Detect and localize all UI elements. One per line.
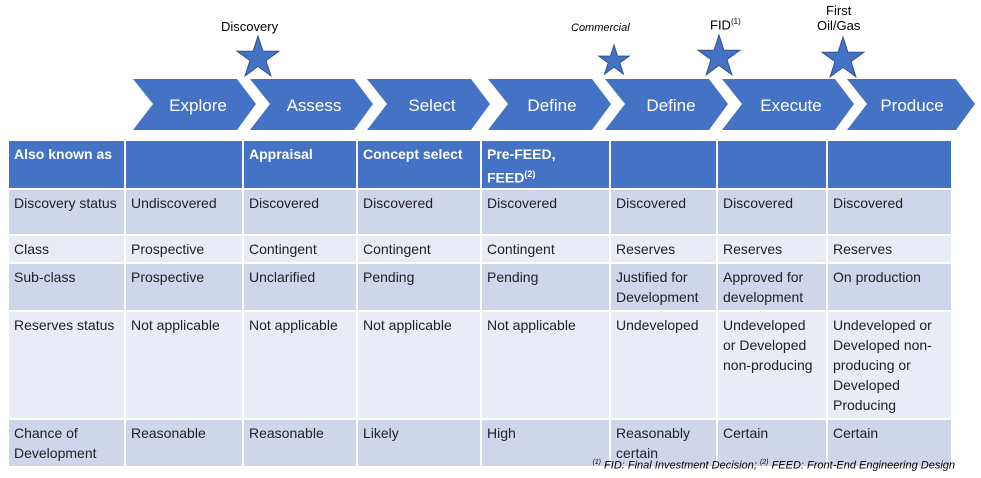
- milestone-fid-label: FID(1): [710, 14, 741, 32]
- table-cell: Prospective: [126, 263, 242, 310]
- table-cell: Not applicable: [482, 311, 609, 418]
- table-row: Chance of Development Reasonable Reasona…: [9, 419, 951, 466]
- footnote-t2: FEED: Front-End Engineering Design: [768, 459, 955, 472]
- table-cell: Pending: [358, 263, 480, 310]
- phase-diagram: Explore Assess Select Define Define Exec…: [133, 33, 975, 130]
- classification-table: Also known as Appraisal Concept select P…: [7, 139, 953, 468]
- table-cell: Discovered: [718, 189, 826, 234]
- table-cell: Approved for development: [718, 263, 826, 310]
- table-cell: Discovered: [611, 189, 716, 234]
- footnote-n2: (2): [759, 459, 769, 466]
- phase-label-define-2: Define: [646, 96, 695, 115]
- row-label: Chance of Development: [9, 419, 124, 466]
- table-cell: Reasonable: [244, 419, 356, 466]
- discovery-star-icon: [235, 34, 281, 78]
- table-cell: Reserves: [611, 235, 716, 262]
- table-cell: Discovered: [358, 189, 480, 234]
- table-cell: Contingent: [482, 235, 609, 262]
- table-cell: Certain: [828, 419, 951, 466]
- row-label: Discovery status: [9, 189, 124, 234]
- header-cell: [126, 141, 242, 188]
- header-label: Also known as: [9, 141, 124, 188]
- milestone-first-oil-label: First Oil/Gas: [817, 3, 860, 33]
- header-cell: [718, 141, 826, 188]
- commercial-star-icon: [597, 43, 631, 76]
- header-cell: [828, 141, 951, 188]
- table-cell: Unclarified: [244, 263, 356, 310]
- table-cell: Discovered: [482, 189, 609, 234]
- table-cell: Prospective: [126, 235, 242, 262]
- table-cell: Reserves: [828, 235, 951, 262]
- table-cell: Not applicable: [244, 311, 356, 418]
- header-cell: Appraisal: [244, 141, 356, 188]
- phase-chevron-select: [367, 79, 490, 130]
- fid-note: (1): [730, 17, 741, 26]
- table-cell: Reasonably certain: [611, 419, 716, 466]
- phase-label-select: Select: [408, 96, 456, 115]
- first-oil-line2: Oil/Gas: [817, 18, 861, 33]
- header-cell-text: Pre-FEED, FEED: [487, 146, 556, 186]
- table-cell: Certain: [718, 419, 826, 466]
- row-label: Sub-class: [9, 263, 124, 310]
- table-cell: Not applicable: [358, 311, 480, 418]
- phase-chevron-execute: [722, 79, 854, 130]
- table-cell: Undiscovered: [126, 189, 242, 234]
- first-oil-line1: First: [826, 3, 852, 18]
- table-cell: On production: [828, 263, 951, 310]
- table-row: Class Prospective Contingent Contingent …: [9, 235, 951, 262]
- header-cell: Concept select: [358, 141, 480, 188]
- table-cell: Likely: [358, 419, 480, 466]
- table-cell: Discovered: [828, 189, 951, 234]
- header-cell: [611, 141, 716, 188]
- phase-label-produce: Produce: [880, 96, 943, 115]
- footnote-t1: FID: Final Investment Decision;: [601, 459, 760, 472]
- table-cell: High: [482, 419, 609, 466]
- milestone-commercial-label: Commercial: [571, 22, 630, 34]
- footnote-n1: (1): [592, 459, 601, 466]
- phase-chevrons: [133, 79, 975, 130]
- phase-label-explore: Explore: [169, 96, 227, 115]
- header-cell: Pre-FEED, FEED(2): [482, 141, 609, 188]
- first-oil-star-icon: [820, 35, 866, 79]
- table-header-row: Also known as Appraisal Concept select P…: [9, 141, 951, 188]
- row-label: Reserves status: [9, 311, 124, 418]
- phase-chevron-produce: [847, 79, 975, 130]
- footnote: (1) FID: Final Investment Decision; (2) …: [592, 459, 955, 472]
- feed-note: (2): [524, 169, 536, 179]
- phase-label-execute: Execute: [760, 96, 821, 115]
- table-row: Sub-class Prospective Unclarified Pendin…: [9, 263, 951, 310]
- table-cell: Discovered: [244, 189, 356, 234]
- table-cell: Contingent: [244, 235, 356, 262]
- table-cell: Reserves: [718, 235, 826, 262]
- table-cell: Undeveloped: [611, 311, 716, 418]
- fid-text: FID: [710, 17, 731, 33]
- table-cell: Not applicable: [126, 311, 242, 418]
- fid-star-icon: [696, 33, 742, 77]
- table-cell: Justified for Development: [611, 263, 716, 310]
- phase-chevron-define-2: [605, 79, 728, 130]
- phase-chevron-define-1: [488, 79, 611, 130]
- table-cell: Reasonable: [126, 419, 242, 466]
- table-cell: Undeveloped or Developed non-producing: [718, 311, 826, 418]
- table-cell: Undeveloped or Developed non-producing o…: [828, 311, 951, 418]
- phase-chevron-assess: [250, 79, 373, 130]
- table-cell: Pending: [482, 263, 609, 310]
- milestone-discovery-label: Discovery: [221, 19, 279, 34]
- phase-label-define-1: Define: [527, 96, 576, 115]
- table-row: Discovery status Undiscovered Discovered…: [9, 189, 951, 234]
- row-label: Class: [9, 235, 124, 262]
- table-cell: Contingent: [358, 235, 480, 262]
- phase-label-assess: Assess: [287, 96, 342, 115]
- table-row: Reserves status Not applicable Not appli…: [9, 311, 951, 418]
- phase-chevron-explore: [133, 79, 256, 130]
